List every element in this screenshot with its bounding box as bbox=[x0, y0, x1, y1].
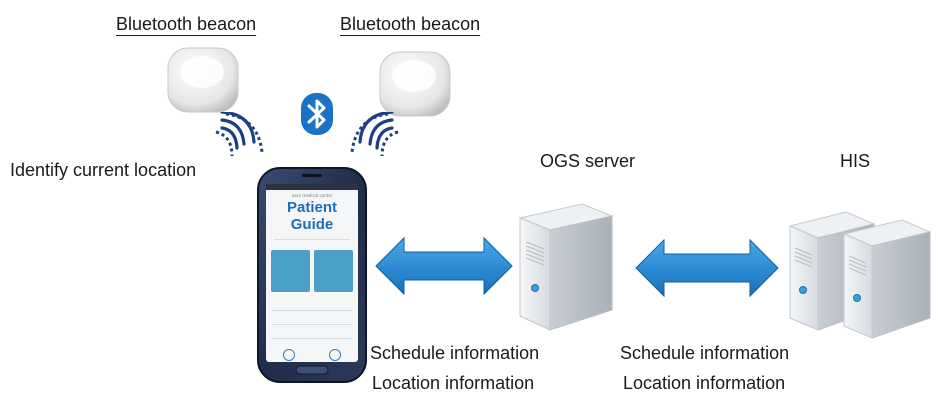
double-arrow-phone-ogs bbox=[375, 236, 513, 296]
ogs-server-icon bbox=[518, 203, 614, 331]
identify-location-caption: Identify current location bbox=[10, 160, 197, 180]
signal-waves-right-icon bbox=[350, 112, 399, 157]
phone-screen: asan medical center Patient Guide bbox=[266, 184, 358, 362]
app-nav-icon[interactable] bbox=[283, 349, 295, 361]
his-location-info: Location information bbox=[623, 373, 786, 393]
smartphone: asan medical center Patient Guide bbox=[256, 166, 368, 384]
app-title: Patient Guide bbox=[286, 199, 337, 233]
app-menu-item[interactable] bbox=[272, 328, 352, 339]
ogs-location-info: Location information bbox=[372, 373, 535, 393]
his-schedule-info: Schedule information bbox=[620, 343, 790, 363]
beacon-label-right: Bluetooth beacon bbox=[340, 14, 481, 34]
app-tile-today[interactable] bbox=[271, 250, 310, 292]
bluetooth-beacon-left bbox=[167, 47, 239, 113]
signal-waves-left-icon bbox=[215, 112, 264, 157]
ogs-server-title: OGS server bbox=[540, 151, 636, 171]
double-arrow-ogs-his bbox=[635, 238, 779, 298]
ogs-schedule-info: Schedule information bbox=[370, 343, 540, 363]
beacon-label-left: Bluetooth beacon bbox=[116, 14, 257, 34]
smartphone-body bbox=[257, 167, 367, 383]
app-nav-icon[interactable] bbox=[329, 349, 341, 361]
his-title: HIS bbox=[840, 151, 871, 171]
app-menu-item[interactable] bbox=[272, 300, 352, 311]
app-tile-schedule[interactable] bbox=[314, 250, 353, 292]
app-menu-item[interactable] bbox=[272, 314, 352, 325]
app-brand-small: asan medical center bbox=[291, 193, 333, 198]
bluetooth-icon bbox=[301, 93, 333, 135]
his-server-icon-front bbox=[842, 219, 932, 339]
bluetooth-beacon-right bbox=[379, 51, 451, 117]
